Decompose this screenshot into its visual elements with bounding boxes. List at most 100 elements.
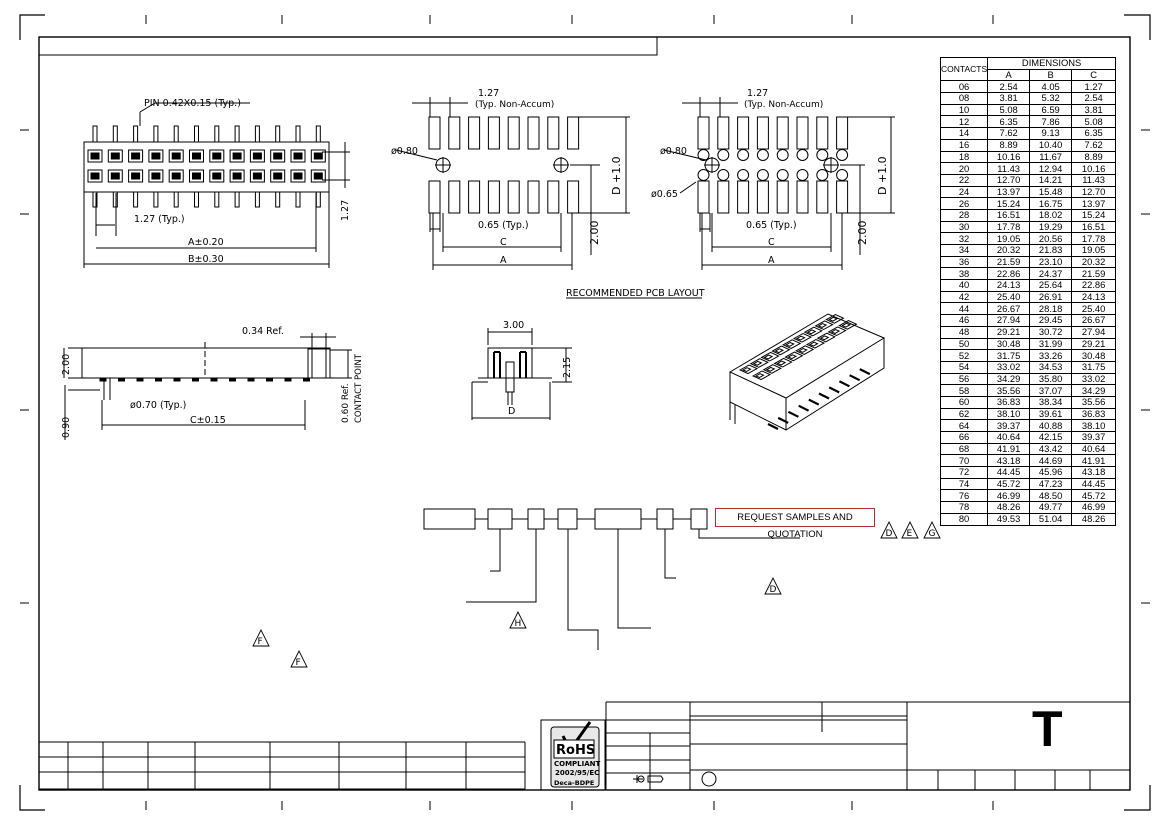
iso-cell-inner [819,335,830,341]
iso-cell [771,345,791,356]
ref-034: 0.34 Ref. [242,326,284,337]
iso-cell-inner [763,354,774,360]
pin-top [153,125,159,143]
cell-a: 17.78 [987,220,1031,234]
iso-pin [828,386,840,394]
cell-b: 28.18 [1029,302,1073,316]
pcb-pad [527,180,540,214]
cell-a: 20.32 [987,244,1031,257]
rev-d-mark-triangle [880,520,898,539]
pcb2-hole [717,149,730,161]
contact-cell [310,169,326,183]
cell-c: 48.26 [1071,512,1117,526]
contact-point: CONTACT POINT [354,353,364,423]
cell-a: 6.35 [987,115,1031,129]
iso-cell-inner [830,329,841,334]
pin-label: PIN 0.42X0.15 (Typ.) [144,98,241,109]
cell-b: 45.96 [1029,466,1073,479]
rohs-decabdpe: Deca-BDPE [554,779,594,787]
contact-cell-inner [192,152,201,160]
cell-a: 33.02 [987,360,1031,374]
cell-b: 47.23 [1029,477,1073,491]
pad2-width: 0.65 (Typ.) [746,220,797,231]
iso-cell [751,370,772,381]
pin-top [92,125,98,143]
pin-bottom [315,191,321,208]
cell-contacts: 46 [939,314,989,327]
cell-c: 29.21 [1071,337,1117,351]
side-090: 0.90 [61,417,72,438]
contact-cell-inner [151,172,161,180]
cell-contacts: 24 [939,185,989,199]
cell-c: 5.08 [1071,115,1117,129]
cell-a: 11.43 [987,162,1031,175]
pcb2-pad [796,116,809,150]
pin-top [275,125,281,143]
contact-cell-inner [171,152,181,160]
contact-cell [229,169,245,183]
iso-cell [792,332,813,343]
pcb-layout-smt: 1.27 (Typ. Non-Accum) ø0.80 ø0.65 D +1.0… [651,88,895,270]
pin-bottom [173,191,179,208]
rev-e-mark: E [901,520,919,539]
cell-a: 13.97 [987,185,1031,199]
pcb2-pad [796,180,809,214]
end-view: 3.00 2.15 D [471,320,573,420]
contact-cell [209,149,225,163]
pcb2-hole [697,149,710,161]
iso-cell [773,357,793,368]
cell-c: 40.64 [1071,442,1117,456]
rev-g-mark: G [923,520,941,539]
cell-b: 34.53 [1029,360,1073,374]
rev-f-mark-2-letter: F [296,658,301,668]
cell-contacts: 06 [939,80,989,94]
cell-contacts: 40 [939,279,989,292]
cell-c: 1.27 [1071,80,1117,94]
rev-f-mark-2-triangle [290,649,308,668]
cell-c: 34.29 [1071,384,1117,397]
cell-a: 27.94 [987,314,1031,327]
pcb-pad [428,116,441,150]
cell-c: 8.89 [1071,150,1117,164]
cell-c: 6.35 [1071,127,1117,140]
cell-c: 15.24 [1071,208,1117,222]
series-mark: T [1032,701,1063,757]
pin-bottom [153,191,159,208]
request-samples-button[interactable]: REQUEST SAMPLES AND QUOTATION [715,508,875,540]
cell-b: 21.83 [1029,244,1073,257]
iso-cell [803,326,823,337]
part-number-boxes [423,508,800,650]
iso-cell [784,351,804,362]
cell-contacts: 78 [939,501,989,514]
cell-b: 4.05 [1029,80,1073,94]
iso-cell-inner [754,373,765,379]
cell-b: 7.86 [1029,115,1073,129]
cell-a: 3.81 [987,92,1031,105]
side-foot [136,377,144,382]
side-foot [118,377,125,382]
cell-c: 13.97 [1071,197,1117,210]
contact-cell-inner [313,172,323,180]
side-foot [210,377,218,382]
iso-cell-inner [752,360,763,366]
pin-bottom [254,191,260,208]
cell-contacts: 64 [939,419,989,432]
end-d: D [508,406,515,417]
pcb-pitch-note: (Typ. Non-Accum) [475,100,554,110]
pcb2-hole [796,149,809,161]
cell-b: 43.42 [1029,442,1073,456]
rev-f-mark-2: F [290,649,308,668]
cell-b: 23.10 [1029,255,1073,269]
side-foot [99,377,107,382]
